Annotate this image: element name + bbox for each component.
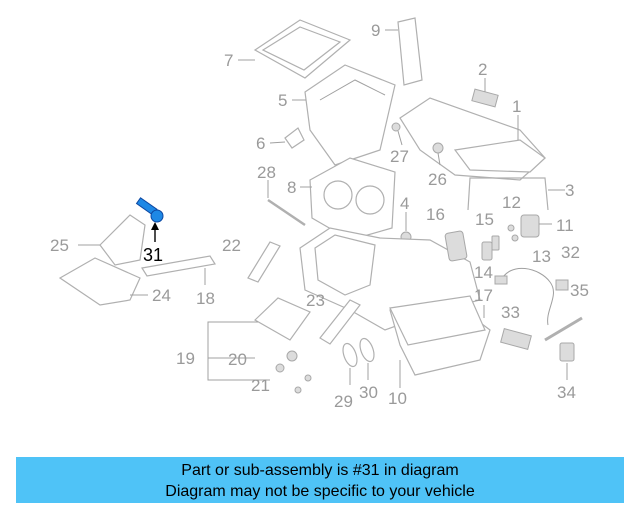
part-4-shape (400, 212, 412, 243)
callout-6: 6 (256, 134, 265, 153)
callout-21: 21 (251, 376, 270, 395)
part-29-shape (342, 342, 358, 385)
part-12-shape (507, 224, 519, 242)
part-26-shape (432, 142, 444, 166)
part-24-shape (58, 257, 148, 306)
callout-13: 13 (532, 247, 551, 266)
callout-22: 22 (222, 236, 241, 255)
callout-18: 18 (196, 289, 215, 308)
callout-16: 16 (426, 205, 445, 224)
notice-line-disclaimer: Diagram may not be specific to your vehi… (165, 483, 475, 500)
part-15-shape (481, 241, 493, 261)
callout-25: 25 (50, 236, 69, 255)
exploded-parts-diagram: 1 2 3 4 5 6 7 8 9 10 11 12 13 14 15 16 1… (50, 17, 589, 411)
part-18-shape (141, 255, 216, 285)
part-11-shape (520, 214, 552, 238)
notice-line-part: Part or sub-assembly is #31 in diagram (181, 462, 459, 479)
part-27-shape (391, 122, 403, 146)
callout-31: 31 (143, 245, 163, 265)
callout-15: 15 (475, 210, 494, 229)
notice-banner: Part or sub-assembly is #31 in diagram D… (16, 457, 624, 503)
callout-12: 12 (502, 193, 521, 212)
part-30-shape (359, 337, 375, 380)
callout-19: 19 (176, 349, 195, 368)
callout-29: 29 (334, 392, 353, 411)
callout-33: 33 (501, 303, 520, 322)
callout-11: 11 (556, 216, 574, 235)
part-19-shape (207, 297, 311, 381)
callout-27: 27 (390, 147, 409, 166)
part-35-shape (544, 316, 583, 342)
callout-24: 24 (152, 286, 171, 305)
part-25-shape (78, 214, 146, 266)
callout-14: 14 (474, 263, 493, 282)
part-33-shape (500, 328, 532, 350)
callout-1: 1 (512, 97, 521, 116)
callout-3: 3 (565, 181, 574, 200)
part-2-shape (471, 78, 499, 108)
part-28-shape (267, 180, 306, 227)
part-22-shape (247, 241, 281, 283)
callout-7: 7 (224, 51, 233, 70)
callout-30: 30 (359, 383, 378, 402)
callout-26: 26 (428, 170, 447, 189)
callout-32: 32 (561, 243, 580, 262)
part-21-shape (294, 374, 312, 394)
callout-2: 2 (478, 60, 487, 79)
part-16-shape (444, 230, 468, 262)
callout-34: 34 (557, 383, 576, 402)
callout-28: 28 (257, 163, 276, 182)
part-20-shape (275, 350, 298, 373)
part-17-shape (389, 295, 486, 346)
part-32-shape (494, 267, 569, 326)
part-31-shape (135, 197, 164, 242)
callout-20: 20 (228, 350, 247, 369)
part-5-shape (292, 64, 396, 166)
part-7-shape (238, 19, 352, 79)
callout-4: 4 (400, 194, 409, 213)
part-6-shape (269, 127, 305, 149)
callout-10: 10 (388, 389, 407, 408)
callout-9: 9 (371, 21, 380, 40)
callout-23: 23 (306, 291, 325, 310)
callout-5: 5 (278, 91, 287, 110)
part-8-shape (300, 157, 396, 241)
callout-35: 35 (570, 281, 589, 300)
part-14-shape (491, 235, 500, 251)
part-23-shape (319, 299, 361, 345)
callout-8: 8 (287, 178, 296, 197)
part-3-shape (467, 177, 565, 211)
callout-17: 17 (474, 286, 493, 305)
part-9-shape (385, 17, 423, 86)
part-1-shape (399, 97, 546, 181)
part-34-shape (559, 342, 575, 380)
